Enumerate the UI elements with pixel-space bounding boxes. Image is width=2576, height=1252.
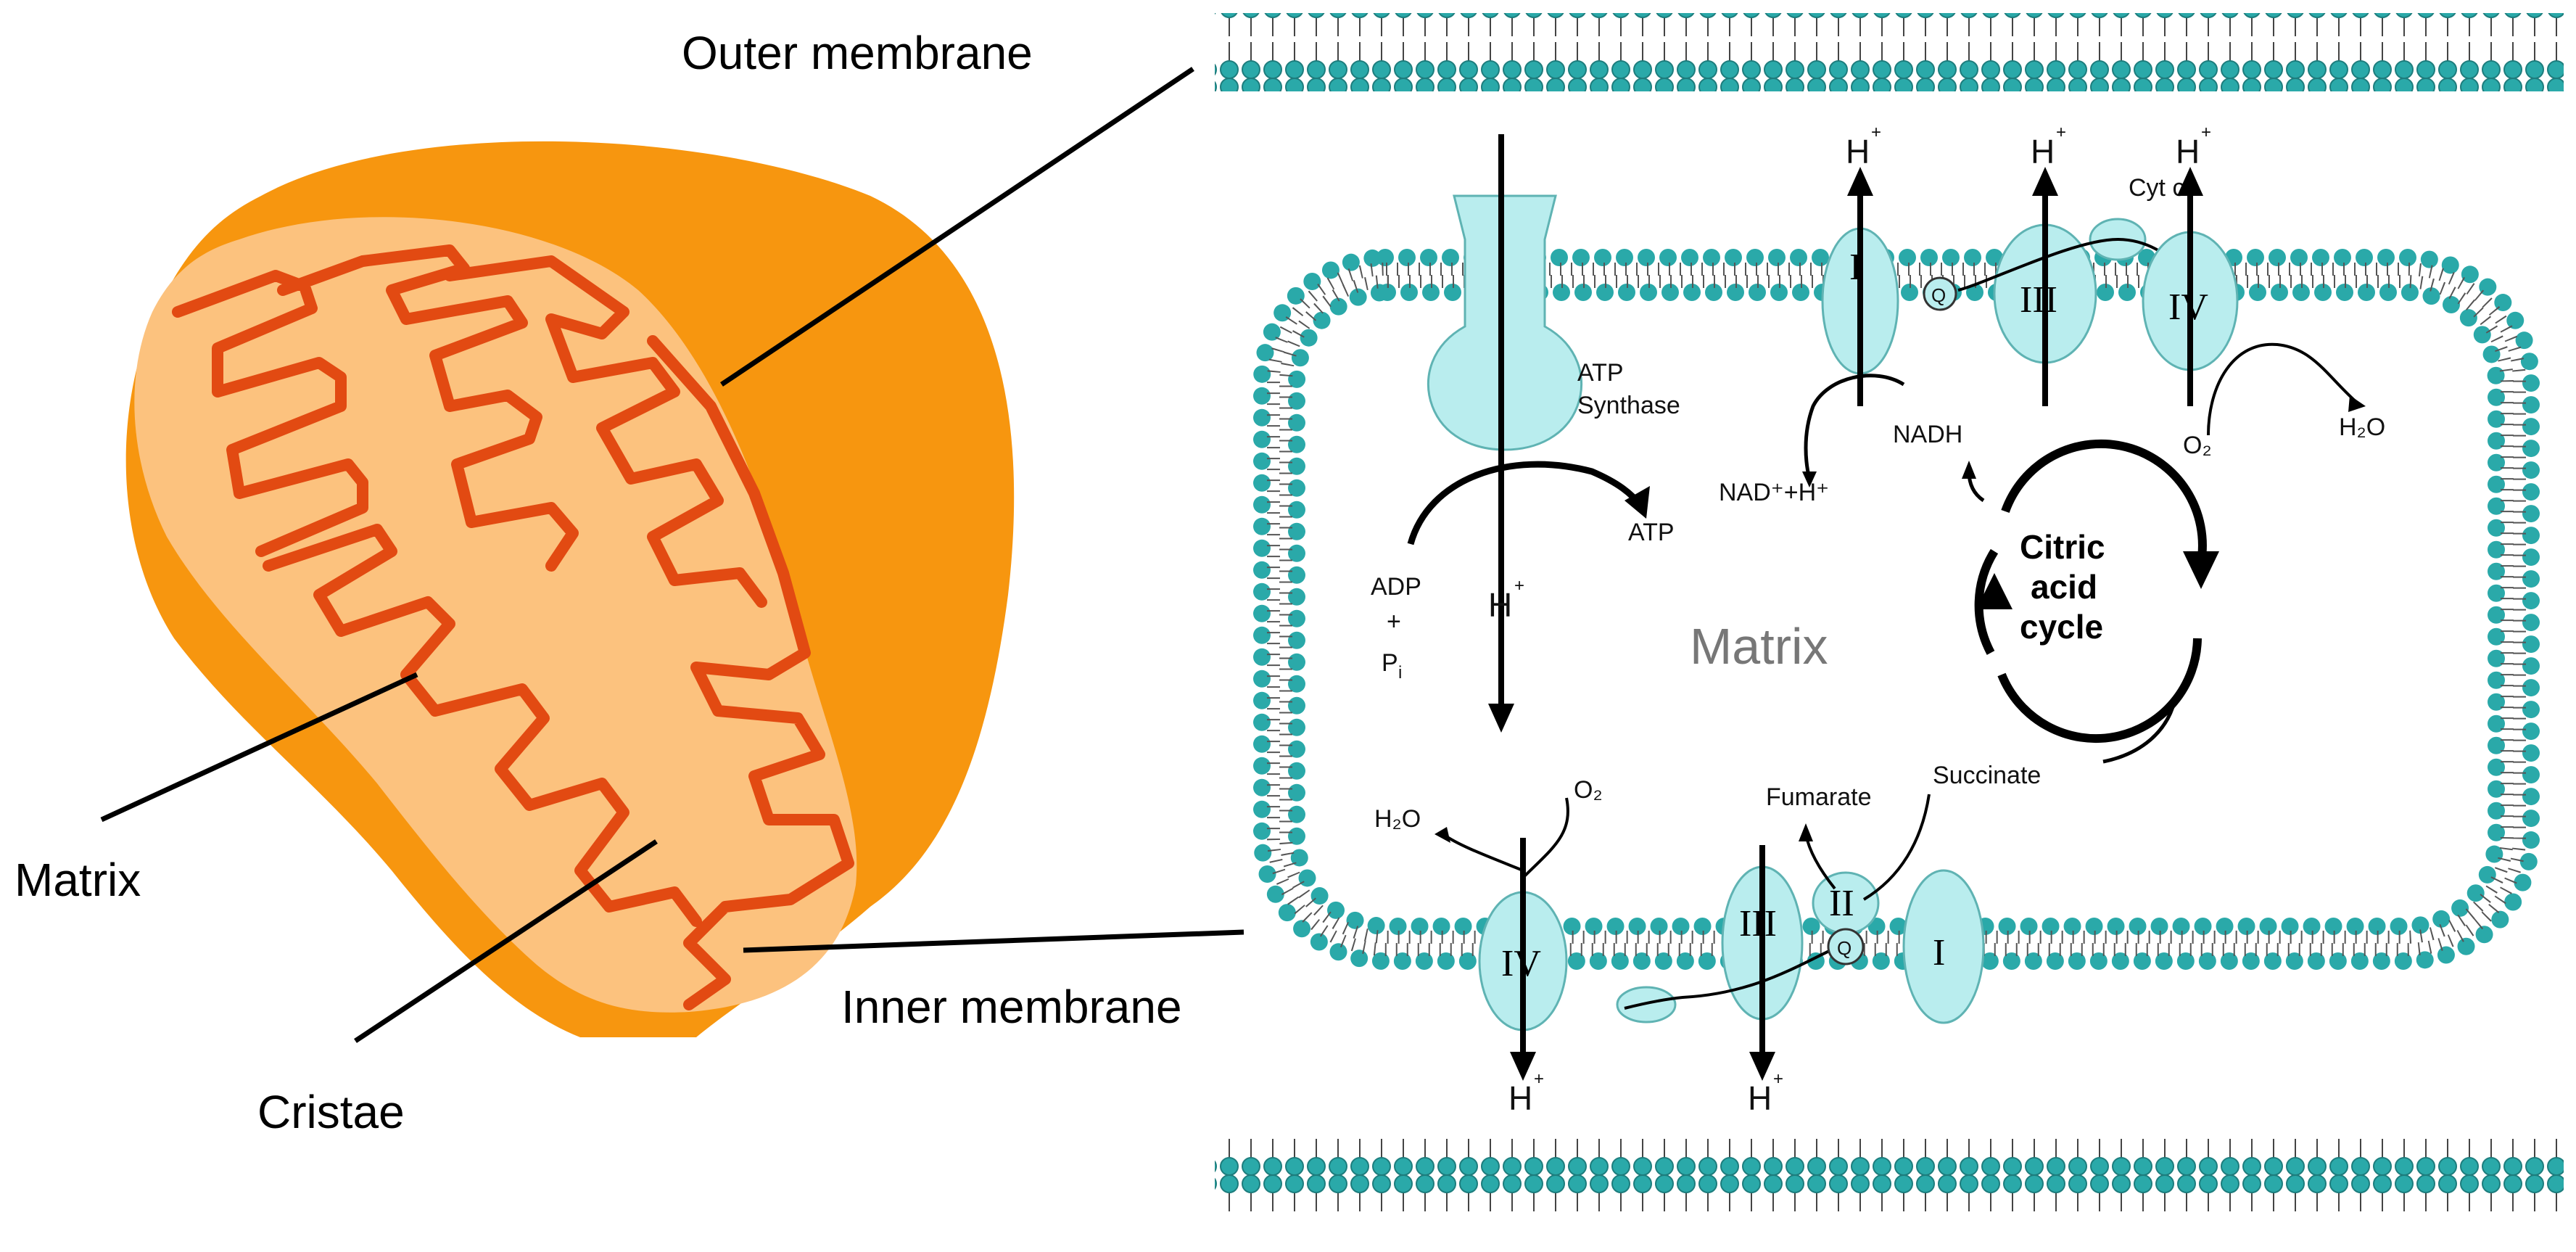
outer-bilayer-bottom — [1215, 1137, 2564, 1216]
svg-text:+: + — [1514, 576, 1524, 596]
svg-text:II: II — [1829, 883, 1854, 924]
svg-text:NAD⁺+H⁺: NAD⁺+H⁺ — [1719, 479, 1829, 506]
complex-III-top: III H + Cyt c — [1957, 123, 2203, 406]
atp-synthase: ATP Synthase ATP ADP + P i H + — [1371, 134, 1680, 733]
svg-text:+: + — [1534, 1069, 1544, 1089]
svg-text:H: H — [1846, 133, 1870, 170]
inner-membrane-leader — [743, 929, 1244, 953]
matrix-label: Matrix — [15, 854, 141, 906]
svg-text:+: + — [1871, 123, 1881, 142]
cristae-label: Cristae — [257, 1086, 405, 1138]
svg-text:H: H — [1748, 1079, 1772, 1117]
matrix-leader — [100, 672, 418, 823]
svg-text:H: H — [1508, 1079, 1532, 1117]
svg-text:+: + — [2201, 123, 2211, 142]
complex-IV-top: IV H + O₂ H₂O — [2142, 123, 2385, 459]
svg-text:H₂O: H₂O — [2339, 413, 2385, 441]
svg-text:Q: Q — [1931, 284, 1946, 306]
svg-text:+: + — [1387, 608, 1401, 635]
svg-text:acid: acid — [2031, 568, 2097, 606]
svg-text:Q: Q — [1837, 937, 1852, 959]
complex-III-bottom: III H + — [1616, 845, 1839, 1117]
svg-text:Succinate: Succinate — [1933, 762, 2041, 789]
complex-I-top: I H + Q NAD⁺+H⁺ NADH — [1719, 123, 1962, 506]
svg-text:H: H — [2176, 133, 2200, 170]
svg-text:ADP: ADP — [1371, 573, 1421, 601]
complex-II-bottom: II Q — [1799, 794, 1931, 965]
svg-text:NADH: NADH — [1893, 421, 1962, 448]
svg-text:cycle: cycle — [2020, 608, 2103, 646]
svg-text:III: III — [2020, 279, 2057, 321]
svg-text:I: I — [1933, 932, 1945, 973]
outer-membrane-label: Outer membrane — [682, 27, 1033, 79]
cristae-leader — [354, 839, 658, 1043]
complex-I-bottom: I — [1902, 869, 1985, 1024]
callouts: Outer membrane Matrix Cristae Inner memb… — [15, 27, 1244, 1138]
svg-text:Fumarate: Fumarate — [1766, 783, 1872, 811]
matrix-region-title: Matrix — [1690, 618, 1828, 675]
svg-text:O₂: O₂ — [1574, 776, 1603, 804]
svg-text:Citric: Citric — [2020, 528, 2105, 566]
svg-text:+: + — [2056, 123, 2066, 142]
citric-acid-cycle: Citric acid cycle Succinate Fumarate — [1766, 439, 2219, 811]
inner-membrane-label: Inner membrane — [841, 981, 1182, 1033]
svg-text:+: + — [1773, 1069, 1783, 1089]
svg-text:H: H — [2031, 133, 2055, 170]
svg-text:P: P — [1382, 649, 1398, 677]
svg-text:H: H — [1488, 586, 1512, 624]
svg-text:ATP: ATP — [1628, 519, 1675, 546]
svg-text:ATP: ATP — [1577, 359, 1624, 387]
svg-text:III: III — [1739, 903, 1777, 944]
svg-text:i: i — [1398, 663, 1402, 683]
svg-text:O₂: O₂ — [2183, 432, 2212, 459]
svg-text:Synthase: Synthase — [1577, 392, 1680, 419]
svg-text:Cyt c: Cyt c — [2129, 174, 2184, 202]
mitochondrion-illustration — [125, 141, 1015, 1037]
svg-text:H₂O: H₂O — [1374, 805, 1421, 833]
cristae-fold — [172, 244, 854, 1010]
complex-IV-bottom: IV H + H₂O O₂ — [1374, 776, 1603, 1117]
outer-bilayer-top — [1215, 13, 2564, 91]
outer-membrane-leader — [720, 67, 1194, 387]
